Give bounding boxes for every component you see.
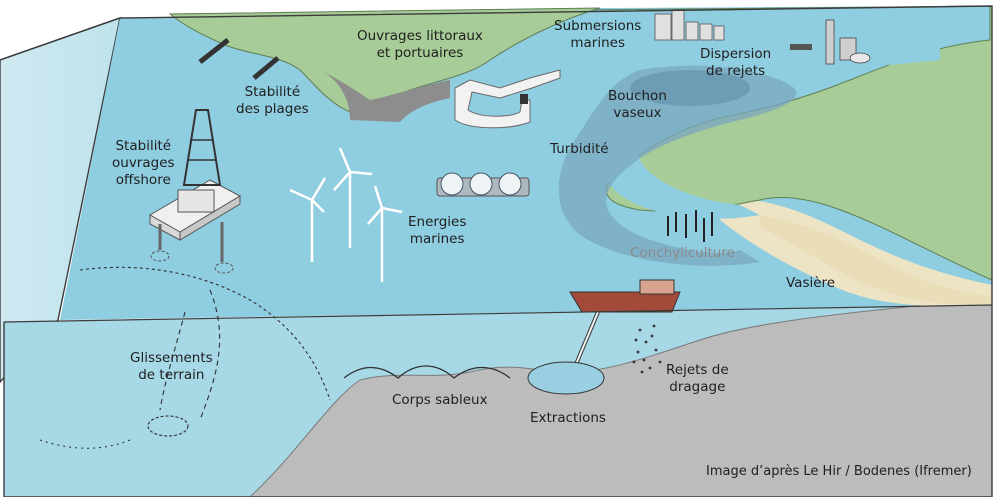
label-mudflat: Vasière [786,275,836,291]
offshore-platform [148,109,242,274]
label-marine-energy: Energies marines [408,214,467,247]
oyster-beds [667,210,713,242]
label-marine-submersion: Submersions marines [554,18,642,51]
groyne-left [198,38,280,80]
landslide-marks [39,266,331,449]
wetland [760,215,992,306]
sand-bodies [343,365,511,379]
label-extractions: Extractions [530,410,606,426]
extraction-pit [527,361,605,395]
block-outline [0,5,993,497]
factory [825,19,871,65]
label-littoral-works: Ouvrages littoraux et portuaires [357,28,483,61]
city-buildings [654,9,725,41]
label-discharge-dispersion: Dispersion de rejets [700,46,772,79]
cliff-face [320,70,450,122]
harbour-breakwater [454,69,561,129]
outfall-pipe [790,44,812,50]
wind-turbines [289,147,403,282]
label-sand-bodies: Corps sableux [392,392,488,408]
label-offshore-stability: Stabilité ouvrages offshore [112,138,175,188]
label-beach-stability: Stabilité des plages [236,84,309,117]
turbidity-plume [558,65,797,266]
dredge-spoil [632,324,662,374]
label-landslides: Glissements de terrain [130,350,213,383]
label-shellfish-farming: Conchyliculture [630,245,735,261]
lighthouse [520,94,528,104]
label-dredge-discharge: Rejets de dragage [666,362,729,395]
water-front-edge [3,304,993,323]
tidal-turbines [436,172,530,197]
label-turbidity: Turbidité [550,141,609,157]
turbidity-core [630,70,750,106]
image-credit: Image d’après Le Hir / Bodenes (Ifremer) [706,464,972,479]
label-turbidity-maximum: Bouchon vaseux [608,88,667,121]
